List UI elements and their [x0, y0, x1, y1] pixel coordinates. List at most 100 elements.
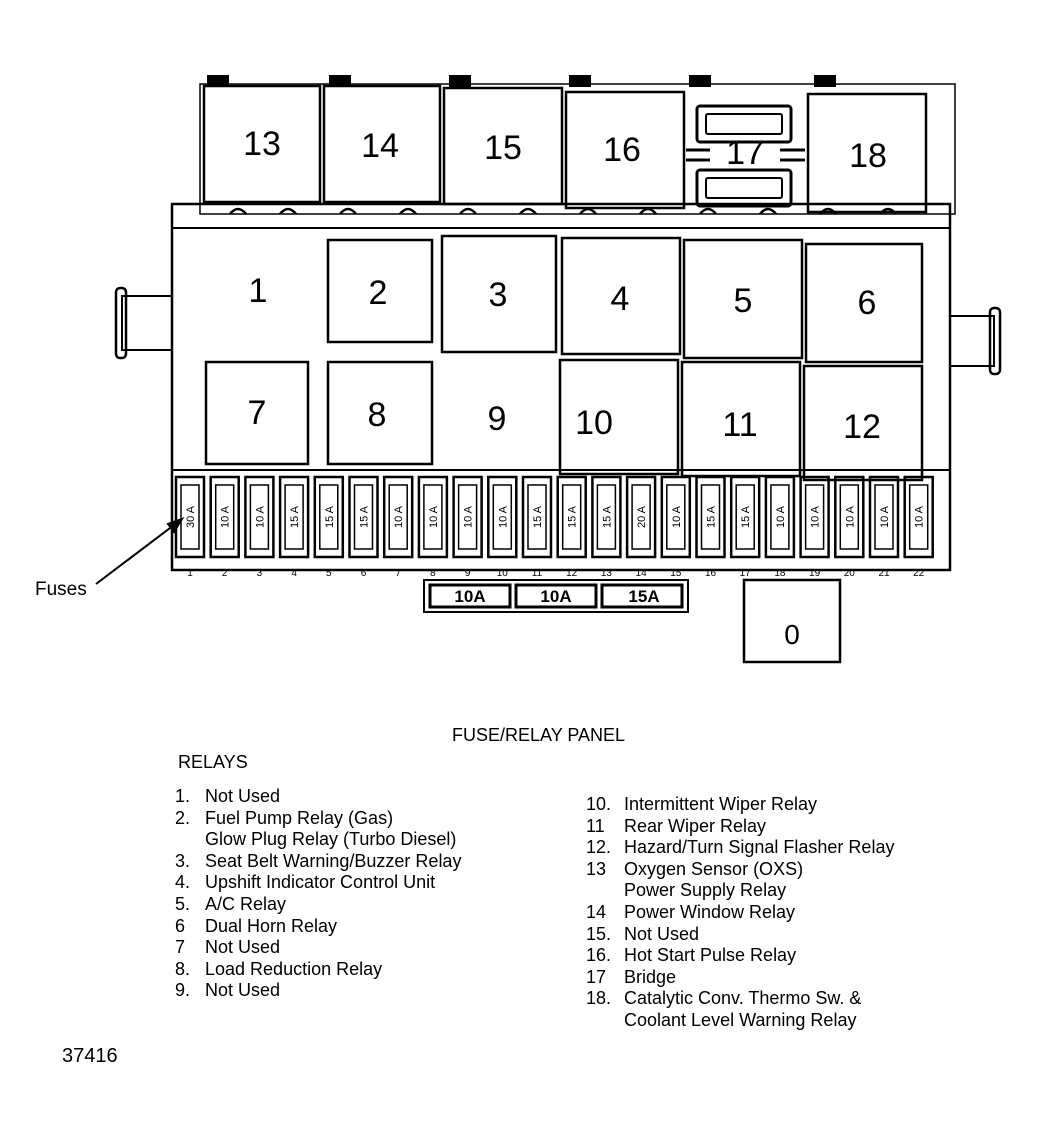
fuse-number: 22 — [913, 568, 925, 579]
fuse-rating: 10 A — [671, 505, 683, 528]
legend-entry-number: 17 — [586, 966, 607, 987]
legend-entry: 4.Upshift Indicator Control Unit — [175, 872, 461, 894]
fuse-body — [666, 484, 686, 550]
legend-entry: 12.Hazard/Turn Signal Flasher Relay — [586, 837, 894, 859]
fuse-holder — [382, 475, 414, 559]
fuse-number: 4 — [291, 568, 297, 579]
relay-2-box — [326, 238, 434, 344]
relay-12-label: 12 — [843, 408, 881, 446]
extra-fuses: 10A 10A 15A — [428, 583, 684, 609]
legend-entry-text: Intermittent Wiper Relay — [624, 794, 818, 814]
relay-14-label: 14 — [361, 127, 399, 165]
legend-entry-text: Coolant Level Warning Relay — [624, 1009, 857, 1030]
fuse-holder — [834, 475, 865, 559]
fuse-body — [700, 484, 721, 550]
fuse-rating: 10 A — [393, 505, 405, 528]
relay-16-label: 16 — [603, 131, 641, 169]
fuse-holder — [591, 475, 622, 559]
legend-entry-number: 11 — [586, 815, 605, 836]
fuse-rating: 10 A — [775, 505, 787, 528]
fuse-body — [353, 484, 374, 550]
legend-entry-text: Rear Wiper Relay — [624, 815, 767, 836]
legend-entry-number: 8. — [175, 958, 191, 979]
fuse-holder — [521, 475, 553, 559]
fuse-rating: 15 A — [359, 505, 371, 528]
relay-1-label: 1 — [249, 272, 268, 310]
fuse-body — [631, 484, 651, 550]
fuse-rating: 10 A — [428, 505, 440, 528]
fuse-rating: 15 A — [740, 505, 752, 528]
fuse-number: 19 — [809, 568, 821, 579]
fuse-body — [249, 484, 270, 550]
relay-6-box — [804, 242, 924, 364]
relay-15-label: 15 — [484, 129, 522, 167]
relay-14-box — [322, 84, 442, 204]
fuse-number: 13 — [601, 568, 613, 579]
fuse-rating: 10 A — [220, 505, 232, 528]
fuse-body — [735, 484, 755, 550]
fuse-number: 7 — [395, 568, 401, 579]
fuse-number: 9 — [465, 568, 471, 579]
fuse-rating: 10 A — [463, 505, 475, 528]
legend-entry-number: 13 — [586, 858, 607, 879]
legend-entry-text: Dual Horn Relay — [205, 915, 338, 936]
relays-heading: RELAYS — [178, 752, 248, 772]
fuse-holder — [209, 475, 240, 559]
legend-entry: 13 Oxygen Sensor (OXS)Power Supply Relay — [586, 859, 894, 902]
figure-id: 37416 — [62, 1045, 118, 1067]
fuse-body — [492, 484, 513, 550]
relay-18-label: 18 — [849, 137, 887, 175]
legend-entry-number: 18. — [586, 988, 612, 1009]
legend-entry: 1.Not Used — [175, 786, 461, 808]
legend-entry-text: Catalytic Conv. Thermo Sw. & — [624, 988, 862, 1009]
legend-entry-text: Fuel Pump Relay (Gas) — [205, 807, 394, 828]
fuse-holder — [903, 475, 934, 559]
fuse-rating: 10 A — [254, 505, 266, 528]
legend-entry-number: 7 — [175, 937, 186, 958]
relay-10-box — [558, 358, 680, 476]
fuse-body — [214, 484, 235, 550]
fuse-rating: 10 A — [497, 505, 509, 528]
legend-entry: 8.Load Reduction Relay — [175, 959, 461, 981]
extra-fuse-1-label: 10A — [454, 587, 485, 606]
legend-entry-text: Hot Start Pulse Relay — [624, 945, 797, 966]
legend-entry-number: 4. — [175, 872, 191, 893]
fuse-holder — [764, 475, 796, 559]
fuse-body — [874, 484, 894, 550]
relay-8-label: 8 — [368, 396, 387, 434]
fuse-number: 20 — [844, 568, 856, 579]
legend-entry: 7 Not Used — [175, 937, 461, 959]
fuse-body — [388, 484, 408, 550]
fuse-number: 1 — [187, 568, 193, 579]
legend-entry: 10.Intermittent Wiper Relay — [586, 794, 894, 816]
relay-4-box — [560, 236, 682, 356]
legend-entry-text: Oxygen Sensor (OXS) — [624, 858, 804, 879]
legend-entry: 16. Hot Start Pulse Relay — [586, 945, 894, 967]
relay-5-label: 5 — [734, 282, 753, 320]
legend-entry-text: Glow Plug Relay (Turbo Diesel) — [205, 829, 457, 850]
fuse-holder — [695, 475, 726, 559]
fuse-rating: 15 A — [567, 505, 579, 528]
fuse-number: 16 — [705, 568, 717, 579]
relay-15-box — [442, 86, 564, 206]
legend-entry-text: Not Used — [205, 937, 281, 958]
fuse-body — [596, 484, 617, 550]
legend-entry-text: Power Supply Relay — [624, 880, 787, 901]
relay-2-label: 2 — [369, 274, 388, 312]
fuse-holder — [452, 475, 483, 559]
legend-entry: 3.Seat Belt Warning/Buzzer Relay — [175, 851, 461, 873]
fuses-callout-arrow — [95, 517, 185, 585]
fuse-number: 14 — [636, 568, 648, 579]
legend-entry-number: 2. — [175, 807, 191, 828]
extra-fuse-3-box — [600, 583, 684, 609]
relay-16-box — [564, 90, 686, 210]
legend-entry-number: 16. — [586, 945, 612, 966]
fuse-holder — [417, 475, 449, 559]
fuse-body — [180, 484, 200, 550]
relay-13-label: 13 — [243, 125, 281, 163]
